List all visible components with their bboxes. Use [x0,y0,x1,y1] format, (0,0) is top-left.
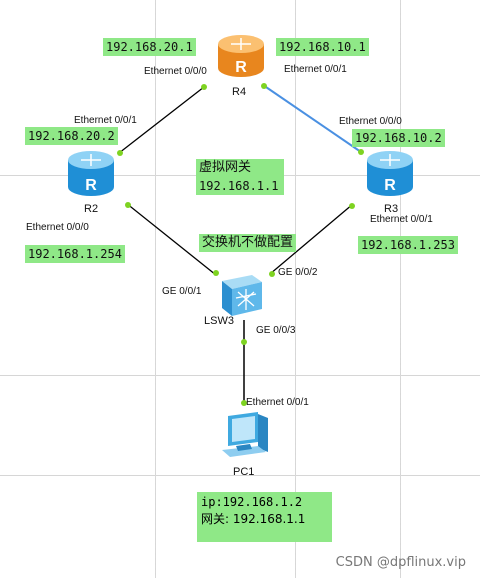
port-dot [117,150,123,156]
port-dot [349,203,355,209]
port-label-r2-top: Ethernet 0/0/1 [74,115,137,126]
ip-r3-top: 192.168.10.2 [352,129,445,147]
port-dot [125,202,131,208]
grid-line [0,475,480,476]
port-label-lsw-bottom: GE 0/0/3 [256,325,296,336]
port-label-r3-bottom: Ethernet 0/0/1 [370,214,433,225]
svg-text:R: R [85,177,97,194]
virtual-gateway-ip: 192.168.1.1 [199,179,279,193]
grid-line [0,375,480,376]
ip-r4-left: 192.168.20.1 [103,38,196,56]
router-r4-icon[interactable]: R [218,35,264,77]
router-r3-icon[interactable]: R [367,151,413,196]
port-dot [358,149,364,155]
grid-line [295,0,296,578]
virtual-gateway-box: 虚拟网关 192.168.1.1 [196,159,284,195]
ip-r3-bottom: 192.168.1.253 [358,236,458,254]
svg-text:R: R [235,59,247,76]
port-label-r3-top: Ethernet 0/0/0 [339,116,402,127]
port-dot [241,400,247,406]
switch-note: 交换机不做配置 [199,234,297,252]
port-label-r4-right: Ethernet 0/0/1 [284,64,347,75]
pc-info-box: ip:192.168.1.2 网关: 192.168.1.1 [197,492,332,542]
port-dot [213,270,219,276]
pc-ip-line: ip:192.168.1.2 [201,495,303,509]
pc1-icon[interactable] [222,412,268,457]
port-label-lsw-left: GE 0/0/1 [162,286,202,297]
port-dot [269,271,275,277]
port-dot [241,339,247,345]
link-r4-r3[interactable] [262,84,362,153]
virtual-gateway-title: 虚拟网关 [199,160,252,175]
ip-r2-top: 192.168.20.2 [25,127,118,145]
ip-r4-right: 192.168.10.1 [276,38,369,56]
ip-r2-bottom: 192.168.1.254 [25,245,125,263]
switch-lsw3-icon[interactable] [222,275,262,316]
port-dot [261,83,267,89]
device-name-lsw3: LSW3 [204,315,234,327]
port-label-lsw-right: GE 0/0/2 [278,267,318,278]
port-label-r4-left: Ethernet 0/0/0 [144,66,207,77]
watermark: CSDN @dpflinux.vip [335,555,466,570]
link-r3-lsw3[interactable] [269,203,354,275]
device-name-r4: R4 [232,86,247,98]
router-r2-icon[interactable]: R [68,151,114,196]
pc-gateway-line: 网关: 192.168.1.1 [201,512,306,526]
port-dot [201,84,207,90]
device-name-r3: R3 [384,203,399,215]
link-r4-r2[interactable] [118,86,205,154]
port-label-r2-bottom: Ethernet 0/0/0 [26,222,89,233]
device-name-pc1: PC1 [233,466,255,478]
device-name-r2: R2 [84,203,99,215]
svg-text:R: R [384,177,396,194]
port-label-pc-top: Ethernet 0/0/1 [246,397,309,408]
grid-line [155,0,156,578]
link-r2-lsw3[interactable] [125,202,217,276]
grid-line [400,0,401,578]
